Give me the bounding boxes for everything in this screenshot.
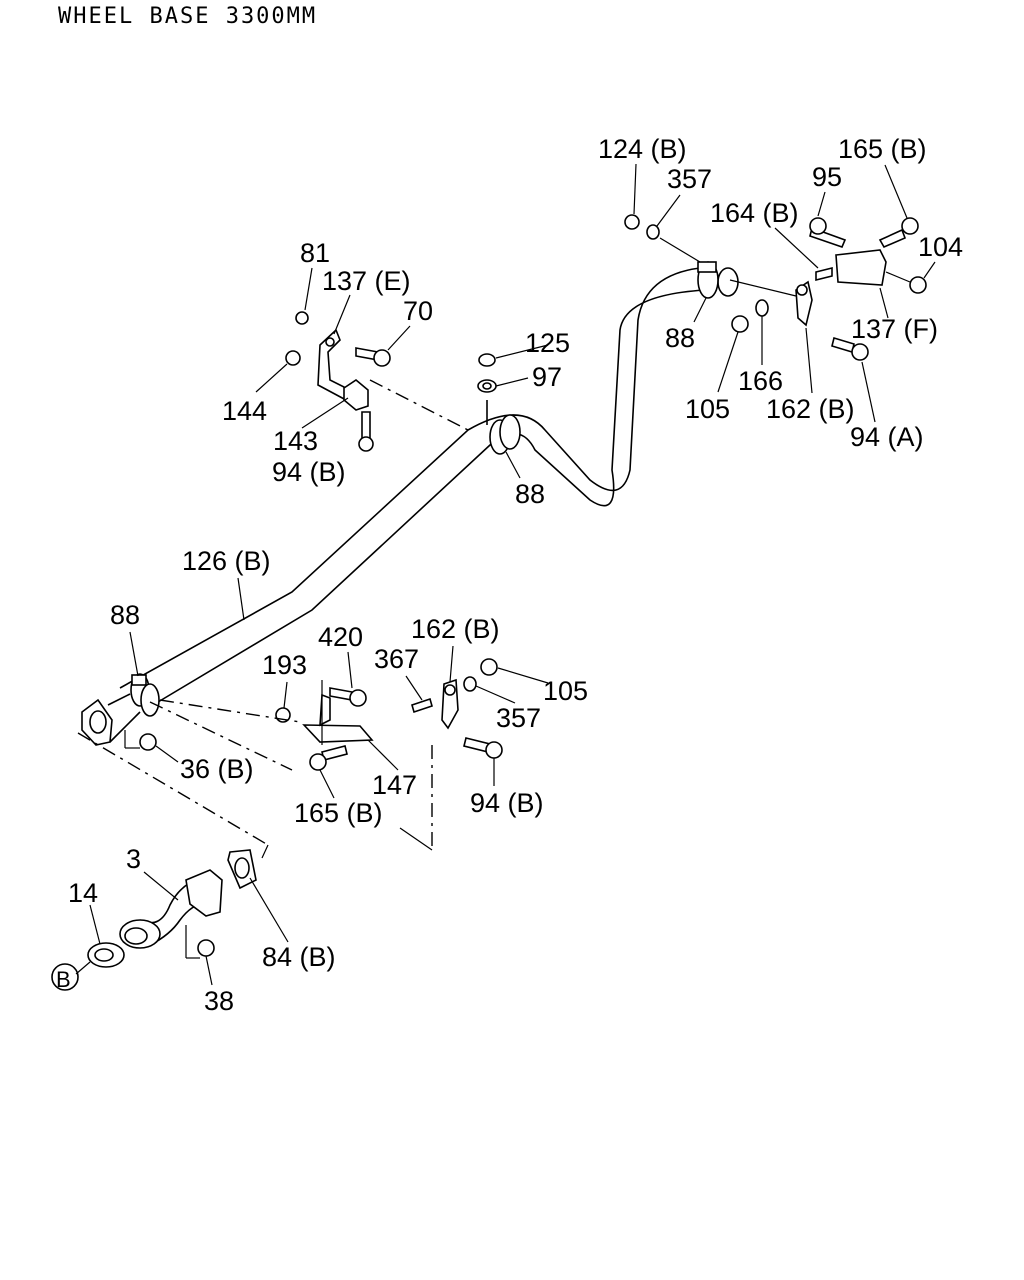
bracket-147-group [149,658,503,851]
pipe-flange-left [81,693,141,746]
callout-81: 81 [300,238,330,268]
reference-marker-b: B [51,963,79,992]
callout-88-mid: 88 [515,479,545,509]
bracket-137f-group [624,214,927,361]
diagram-title: WHEEL BASE 3300MM [58,4,318,29]
callout-143: 143 [273,426,318,456]
callout-357-low: 357 [496,703,541,733]
leader-lines [75,163,936,986]
callout-147: 147 [372,770,417,800]
callout-105-low: 105 [543,676,588,706]
callout-165b-low: 165 (B) [294,798,383,828]
callout-137e: 137 (E) [322,266,411,296]
callout-367: 367 [374,644,419,674]
callout-193: 193 [262,650,307,680]
callout-3: 3 [126,844,141,874]
callout-166: 166 [738,366,783,396]
callout-104: 104 [918,232,963,262]
callout-94b-low: 94 (B) [470,788,544,818]
callout-105-top: 105 [685,394,730,424]
callout-162b-low: 162 (B) [411,614,500,644]
callout-36b: 36 (B) [180,754,254,784]
gasket-14 [87,942,125,968]
callout-357-top: 357 [667,164,712,194]
callout-144: 144 [222,396,267,426]
callout-137f: 137 (F) [851,314,938,344]
callout-94a: 94 (A) [850,422,924,452]
bracket-137e-group [285,311,469,452]
callout-420: 420 [318,622,363,652]
nut-125-washer-97 [477,353,497,425]
callout-162b-top: 162 (B) [766,394,855,424]
callout-14: 14 [68,878,98,908]
callout-labels: 124 (B) 357 165 (B) 95 164 (B) 104 81 13… [68,134,963,1016]
callout-88-left: 88 [110,600,140,630]
callout-70: 70 [403,296,433,326]
gasket-84b [227,849,257,890]
callout-124b: 124 (B) [598,134,687,164]
callout-97: 97 [532,362,562,392]
callout-164b: 164 (B) [710,198,799,228]
clamp-88-top [697,261,719,299]
nut-36b [124,730,157,751]
callout-38: 38 [204,986,234,1016]
callout-165b-top: 165 (B) [838,134,927,164]
callout-88-top: 88 [665,323,695,353]
clamp-88-mid [489,414,521,455]
callout-94b-top: 94 (B) [272,457,346,487]
callout-95: 95 [812,162,842,192]
callout-125: 125 [525,328,570,358]
nut-38 [197,939,215,957]
clamp-88-left [130,673,160,717]
flange-connector-line [77,732,269,846]
callout-126b: 126 (B) [182,546,271,576]
marker-b-label: B [56,967,71,992]
front-pipe-3 [119,869,223,959]
callout-84b: 84 (B) [262,942,336,972]
